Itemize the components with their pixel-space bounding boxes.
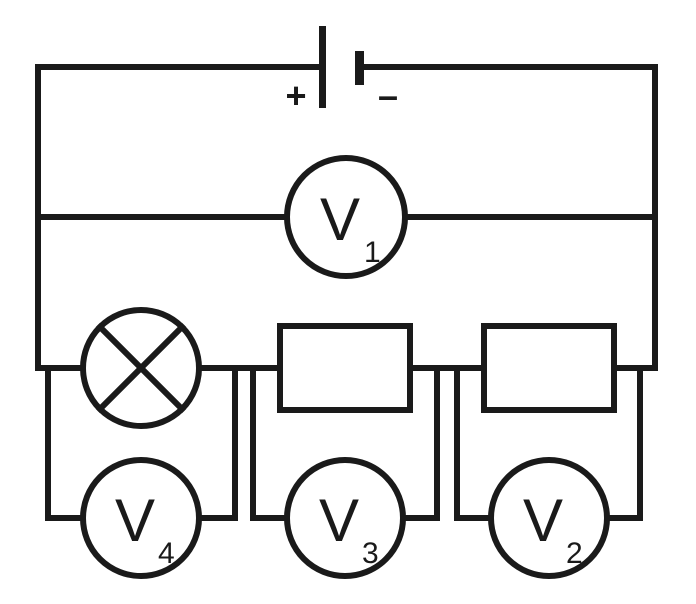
battery-negative-label: –	[378, 75, 398, 116]
voltmeter-v4: V 4	[80, 457, 202, 579]
voltmeter-v2: V 2	[488, 457, 610, 579]
voltmeter-v1-circle	[284, 155, 408, 279]
voltmeter-v3: V 3	[284, 457, 406, 579]
voltmeter-v1: V 1	[284, 155, 408, 279]
resistor-1	[277, 323, 413, 413]
voltmeter-v1-letter: V	[320, 186, 360, 253]
voltmeter-v3-circle	[284, 457, 406, 579]
voltmeter-v3-letter: V	[319, 487, 359, 554]
voltmeter-v4-circle	[80, 457, 202, 579]
lamp	[80, 307, 202, 429]
resistor-2	[481, 323, 617, 413]
voltmeter-v3-index: 3	[362, 537, 379, 570]
voltmeter-v2-index: 2	[566, 537, 583, 570]
voltmeter-v2-circle	[488, 457, 610, 579]
voltmeter-v4-letter: V	[115, 487, 155, 554]
battery-short-plate	[355, 51, 364, 85]
lamp-cross-b	[95, 322, 187, 414]
voltmeter-v1-index: 1	[364, 236, 381, 269]
voltmeter-v2-letter: V	[523, 487, 563, 554]
battery-long-plate	[319, 26, 326, 108]
voltmeter-v4-index: 4	[158, 537, 175, 570]
battery-positive-label: +	[285, 75, 306, 116]
battery: + –	[285, 26, 398, 116]
